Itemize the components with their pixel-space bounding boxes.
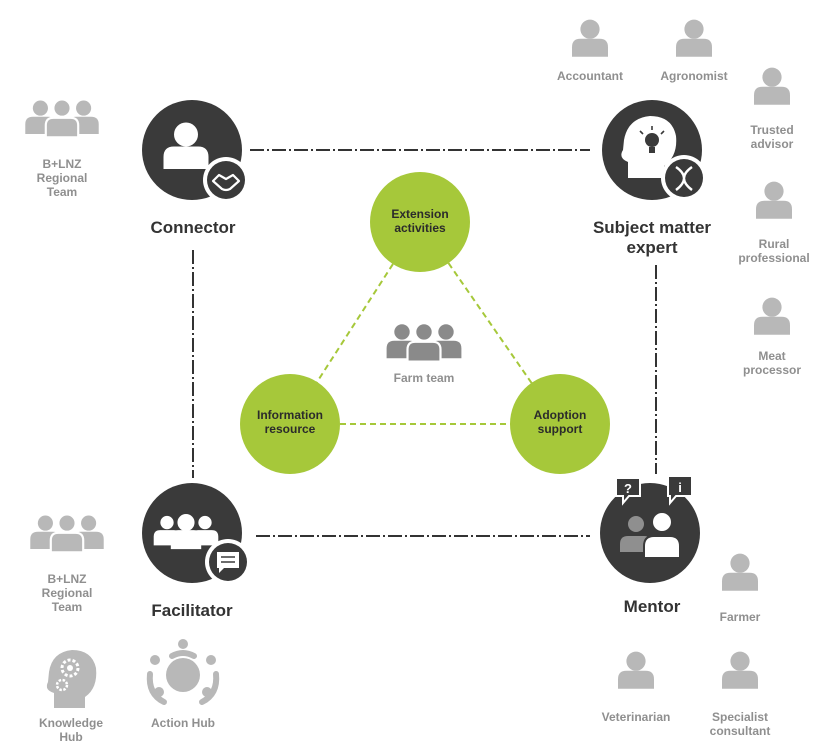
blnz-regional-team-group-icon [29,513,105,554]
mentor-label: Mentor [623,597,681,616]
specialist-consultant-person-icon [722,651,758,689]
connector-node [142,100,249,203]
trusted-advisor-person-icon [754,67,790,105]
veterinarian-person-icon [618,651,654,689]
farmer-person-icon [722,553,758,591]
handshake-icon [211,173,241,192]
agronomist-label: Agronomist [660,69,728,83]
blnz-regional-team-label-bottom: B+LNZ Regional Team [41,572,93,614]
information-resource-circle [240,374,340,474]
action-hub-label: Action Hub [151,716,215,730]
farmer-label: Farmer [719,610,761,624]
blnz-regional-team-label: B+LNZ Regional Team [36,157,88,199]
extension-activities-circle [370,172,470,272]
connector-label: Connector [150,218,236,237]
farm-team-icon [385,322,463,363]
information-resource-label: Information resource [257,408,323,436]
accountant-person-icon [572,19,608,57]
accountant-label: Accountant [557,69,623,83]
meat-processor-person-icon [754,297,790,335]
agronomist-person-icon [676,19,712,57]
knowledge-hub-label: Knowledge Hub [38,716,103,744]
subject-matter-expert-label: Subject matter expert [592,218,712,257]
two-people-icon [620,511,681,559]
trusted-advisor-label: Trusted advisor [750,123,794,151]
group-icon [152,514,220,550]
adoption-support-circle [510,374,610,474]
svg-text:i: i [678,480,682,495]
blnz-regional-team-group-icon [24,98,100,139]
question-bubble-icon: ? [615,477,641,506]
info-bubble-icon: i [667,475,693,506]
dna-icon [675,166,693,191]
veterinarian-label: Veterinarian [601,710,671,724]
head-gears-icon [46,650,97,708]
facilitator-label: Facilitator [151,601,233,620]
svg-text:?: ? [624,481,632,496]
specialist-consultant-label: Specialist consultant [709,710,771,738]
lightbulb-icon [645,133,659,147]
adoption-support-label: Adoption support [533,408,587,436]
farm-team-label: Farm team [393,371,455,385]
people-around-table-icon [146,639,220,705]
meat-processor-label: Meat processor [742,349,802,377]
rural-professional-person-icon [756,181,792,219]
mentor-node: ? i [600,475,700,583]
subject-matter-expert-node [602,100,707,201]
extension-activities-label: Extension activities [391,207,449,235]
facilitator-node [142,483,251,585]
rural-professional-label: Rural professional [738,237,810,265]
